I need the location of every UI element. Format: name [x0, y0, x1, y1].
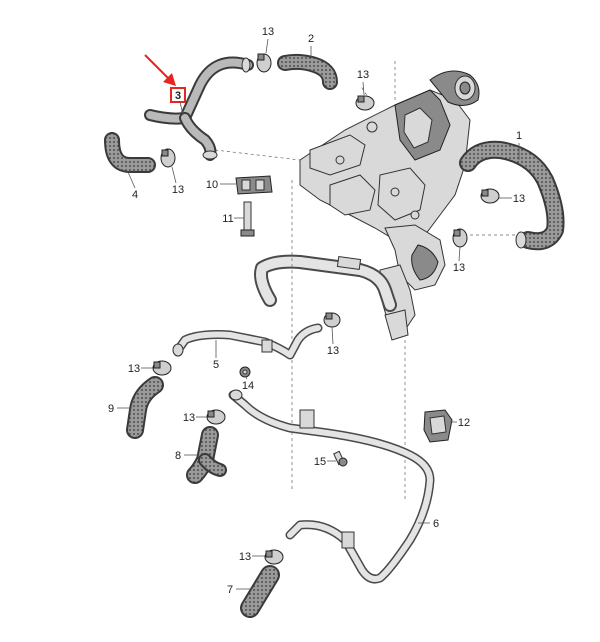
callout-8[interactable]: 8: [175, 450, 181, 462]
hose-clamp: [323, 312, 341, 328]
callout-9[interactable]: 9: [108, 403, 114, 415]
callout-11[interactable]: 11: [222, 213, 233, 225]
hose-clamp: [480, 188, 500, 204]
callout-13-right[interactable]: 13: [513, 193, 525, 205]
callout-13-bottom[interactable]: 13: [239, 551, 251, 563]
coolant-hose-1: [459, 140, 565, 251]
callout-3[interactable]: 3: [175, 90, 181, 102]
callout-13-mid-right[interactable]: 13: [453, 262, 465, 274]
hose-clamp: [152, 360, 172, 376]
callout-2[interactable]: 2: [308, 33, 314, 45]
callout-13-hose8[interactable]: 13: [183, 412, 195, 424]
callout-labels: 1 2 4 5 6 7 8 9 10 11 12 13 13 13 13 13: [108, 26, 525, 596]
callout-13-upper-right[interactable]: 13: [357, 69, 369, 81]
nut-14: [239, 366, 251, 378]
hose-clamp: [160, 148, 176, 168]
bracket-10: [235, 175, 273, 195]
hose-clamp: [452, 228, 468, 248]
coolant-hose-4: [104, 132, 156, 173]
hose-clamps: [152, 53, 500, 565]
callout-6[interactable]: 6: [433, 518, 439, 530]
bolt-11: [240, 201, 255, 237]
callout-14[interactable]: 14: [242, 380, 254, 392]
callout-15[interactable]: 15: [314, 456, 326, 468]
coolant-hose-2: [277, 53, 338, 90]
hose-clamp: [264, 549, 284, 565]
coolant-pump-housing: [299, 70, 480, 341]
clip-12: [423, 409, 453, 443]
callout-13-pipe5[interactable]: 13: [128, 363, 140, 375]
callout-12[interactable]: 12: [458, 417, 470, 429]
coolant-hose-7: [240, 565, 280, 618]
callout-13-left[interactable]: 13: [172, 184, 184, 196]
bolt-15: [333, 450, 348, 467]
callout-7[interactable]: 7: [227, 584, 233, 596]
callout-4[interactable]: 4: [132, 189, 138, 201]
selected-part-highlight: [170, 87, 186, 103]
crossover-pipe: [254, 254, 397, 312]
hose-clamp: [355, 95, 375, 111]
hose-clamp: [256, 53, 272, 73]
callout-10[interactable]: 10: [206, 179, 218, 191]
coolant-pipe-5: [172, 323, 323, 360]
coolant-pipe-6: [228, 389, 435, 584]
hose-clamp: [206, 409, 226, 425]
assembly-guide-lines: [214, 60, 520, 500]
callout-13-center[interactable]: 13: [327, 345, 339, 357]
selection-arrow-icon: [144, 54, 176, 86]
callout-5[interactable]: 5: [213, 359, 219, 371]
callout-13-top[interactable]: 13: [262, 26, 274, 38]
coolant-hose-3: [144, 56, 254, 161]
callout-1[interactable]: 1: [516, 130, 522, 142]
coolant-hose-8: [186, 426, 227, 484]
coolant-hose-9: [126, 376, 164, 439]
